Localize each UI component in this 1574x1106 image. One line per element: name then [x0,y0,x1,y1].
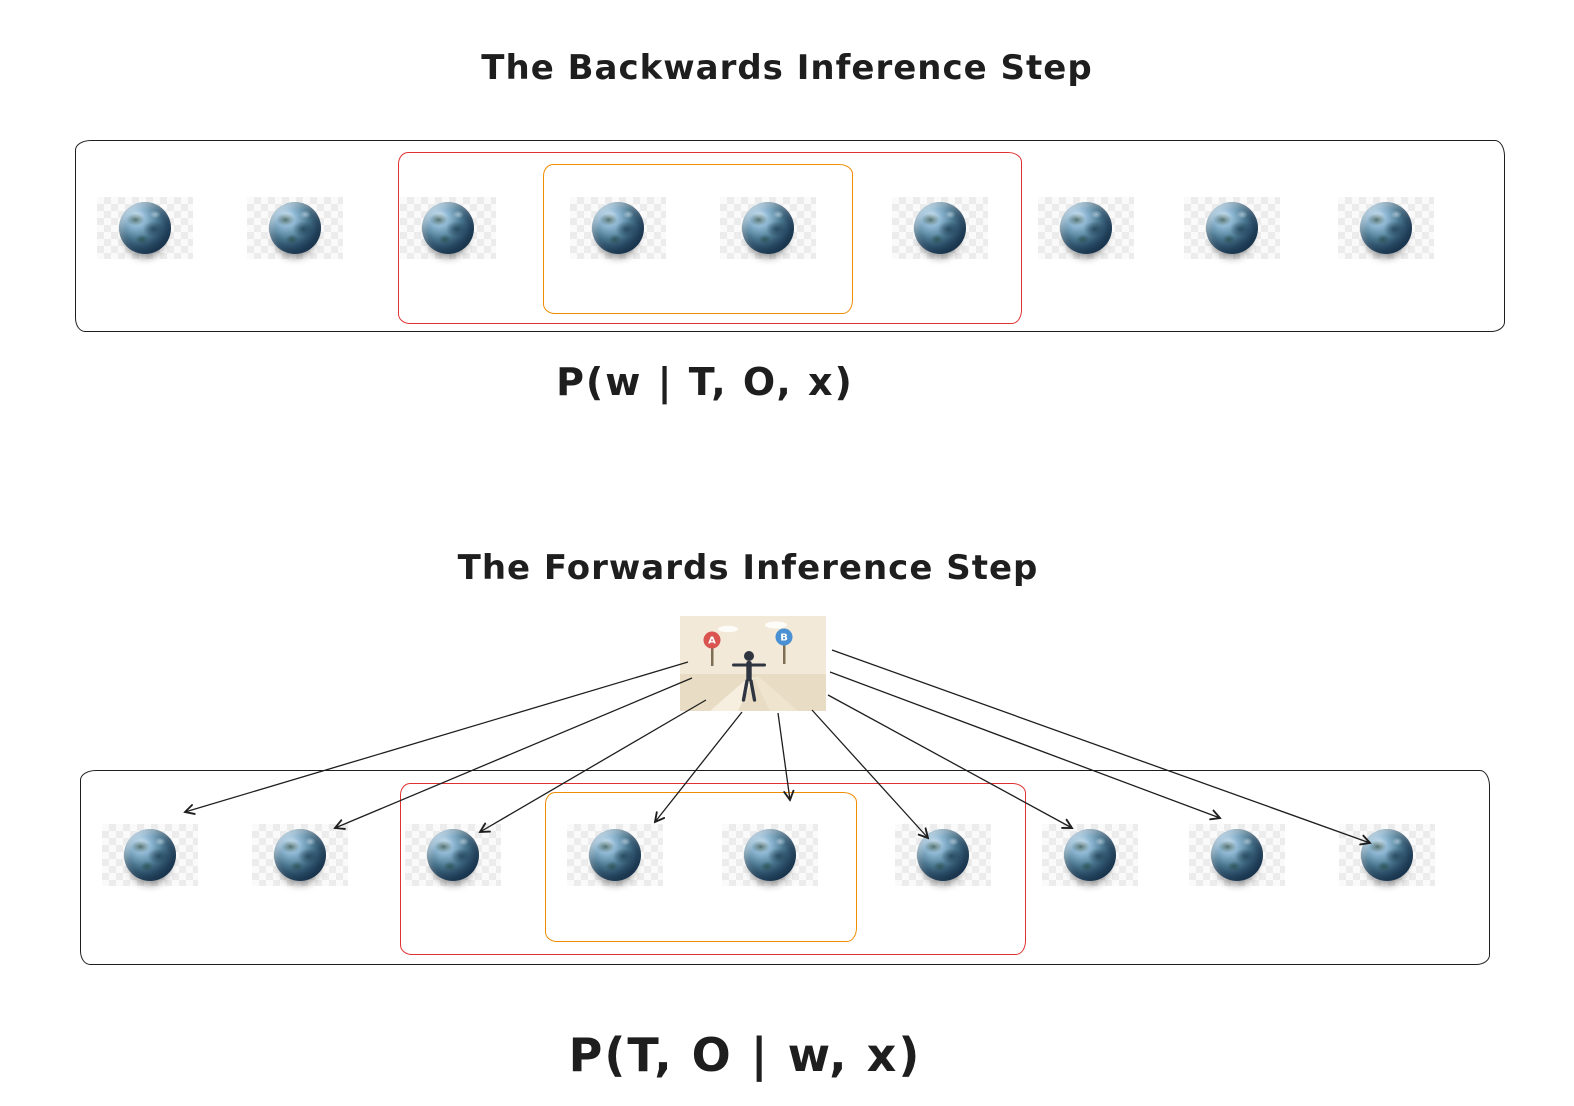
crossroads-right-path [754,676,798,711]
globe-icon [422,202,474,254]
globe-icon [742,202,794,254]
globe-icon [744,829,796,881]
globe-icon [274,829,326,881]
globe-tile [97,197,193,259]
backwards-sequence-frame [75,140,1505,332]
cloud-icon [765,621,787,629]
globe-tile [247,197,343,259]
backwards-formula: P(w | T, O, x) [556,360,854,404]
globe-tile [722,824,818,886]
globe-icon [1060,202,1112,254]
cloud-icon [718,625,738,633]
person-head [744,651,754,661]
globe-icon [1361,829,1413,881]
sign-a-label: A [708,636,716,647]
globe-tile [570,197,666,259]
globe-tile [252,824,348,886]
globe-icon [917,829,969,881]
backwards-red-highlight-box [398,152,1022,324]
globe-tile [400,197,496,259]
backwards-title: The Backwards Inference Step [481,48,1093,88]
globe-icon [1211,829,1263,881]
globe-tile [405,824,501,886]
person-arms [732,663,766,667]
sign-a-icon [703,631,721,649]
globe-tile [1339,824,1435,886]
person-legs [741,679,757,702]
globe-icon [124,829,176,881]
sign-a-pole [711,646,714,666]
globe-tile [1184,197,1280,259]
globe-tile [895,824,991,886]
globe-icon [269,202,321,254]
globe-icon [1206,202,1258,254]
globe-tile [1038,197,1134,259]
globe-icon [1360,202,1412,254]
sign-b-label: B [780,633,788,644]
globe-icon [589,829,641,881]
globe-icon [914,202,966,254]
globe-icon [119,202,171,254]
globe-tile [720,197,816,259]
globe-icon [1064,829,1116,881]
forwards-title: The Forwards Inference Step [457,548,1039,588]
globe-icon [427,829,479,881]
crossroads-left-path [710,676,754,711]
crossroads-illustration: A B [680,616,826,711]
globe-tile [1189,824,1285,886]
globe-tile [892,197,988,259]
sign-b-pole [783,644,786,664]
sign-b-icon [775,628,793,646]
globe-tile [102,824,198,886]
forwards-formula: P(T, O | w, x) [568,1028,922,1082]
backwards-orange-highlight-box [543,164,853,314]
globe-tile [1338,197,1434,259]
globe-icon [592,202,644,254]
globe-tile [567,824,663,886]
globe-tile [1042,824,1138,886]
